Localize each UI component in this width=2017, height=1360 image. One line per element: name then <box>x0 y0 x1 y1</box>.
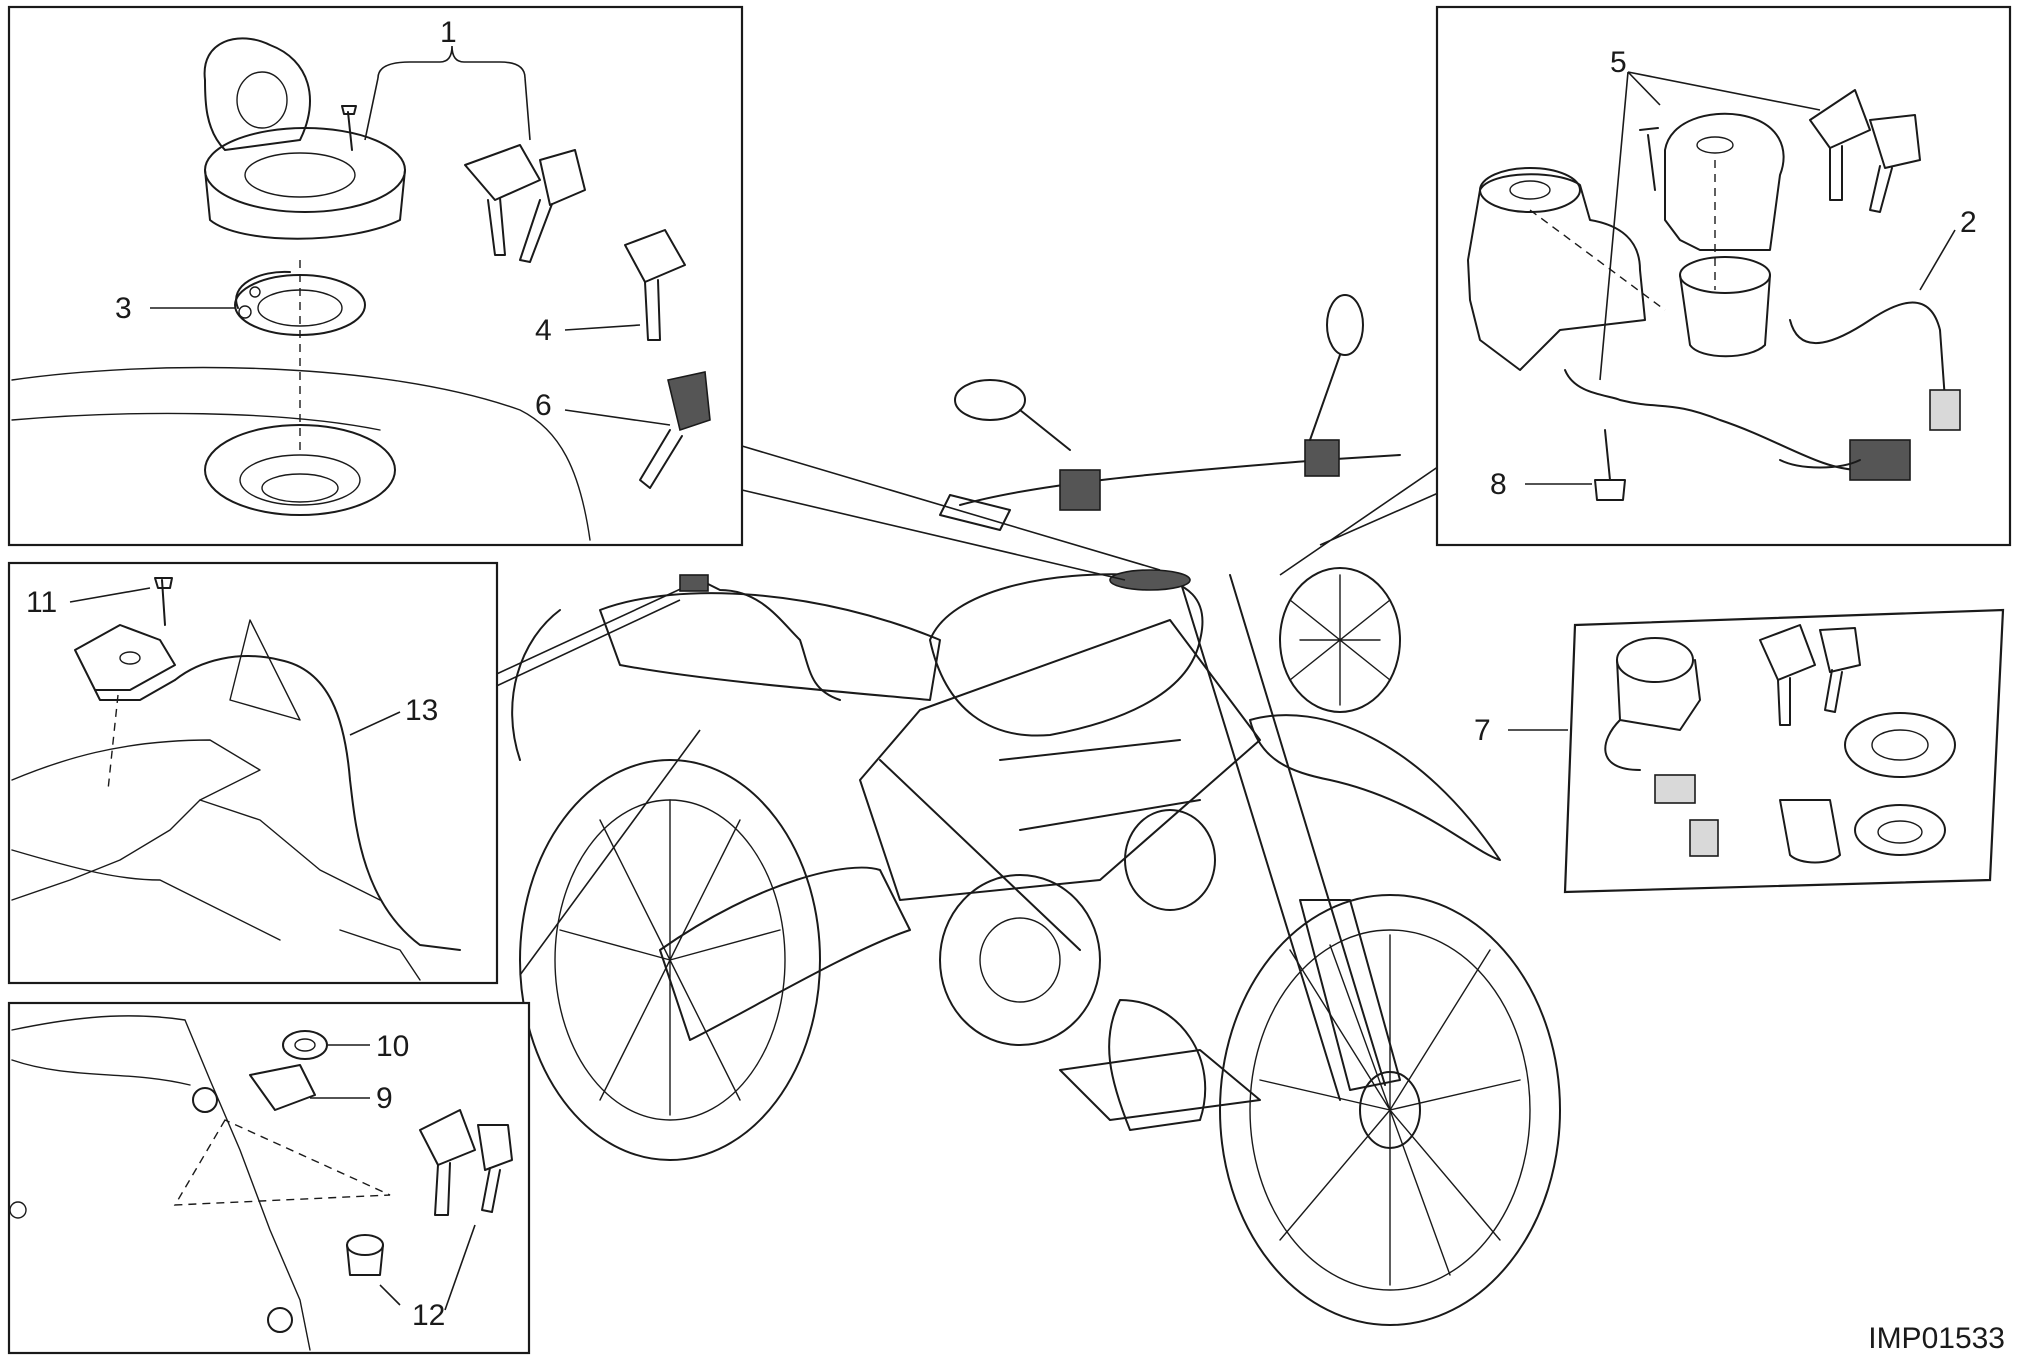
callout-1: 1 <box>440 16 457 49</box>
panel-seat-lock: 11 13 <box>7 561 499 985</box>
callout-9: 9 <box>376 1082 393 1115</box>
callout-5: 5 <box>1610 46 1627 79</box>
callout-2: 2 <box>1960 206 1977 239</box>
panel-lock-set: 7 <box>1474 608 2005 894</box>
callout-12: 12 <box>412 1299 445 1332</box>
callout-3: 3 <box>115 292 132 325</box>
motorcycle-illustration <box>487 294 1561 1326</box>
callout-4: 4 <box>535 314 552 347</box>
callout-6: 6 <box>535 389 552 422</box>
callout-13: 13 <box>405 694 438 727</box>
panel-fuel-cap-keys: 1 3 4 6 <box>7 5 744 547</box>
callout-10: 10 <box>376 1030 409 1063</box>
panel-ignition-switch: 5 2 8 <box>1435 5 2012 547</box>
panel-lock-cylinder: 10 9 12 <box>7 1001 531 1355</box>
drawing-code: IMP01533 <box>1868 1322 2005 1355</box>
callout-8: 8 <box>1490 468 1507 501</box>
callout-7: 7 <box>1474 714 1491 747</box>
callout-11: 11 <box>26 586 57 619</box>
